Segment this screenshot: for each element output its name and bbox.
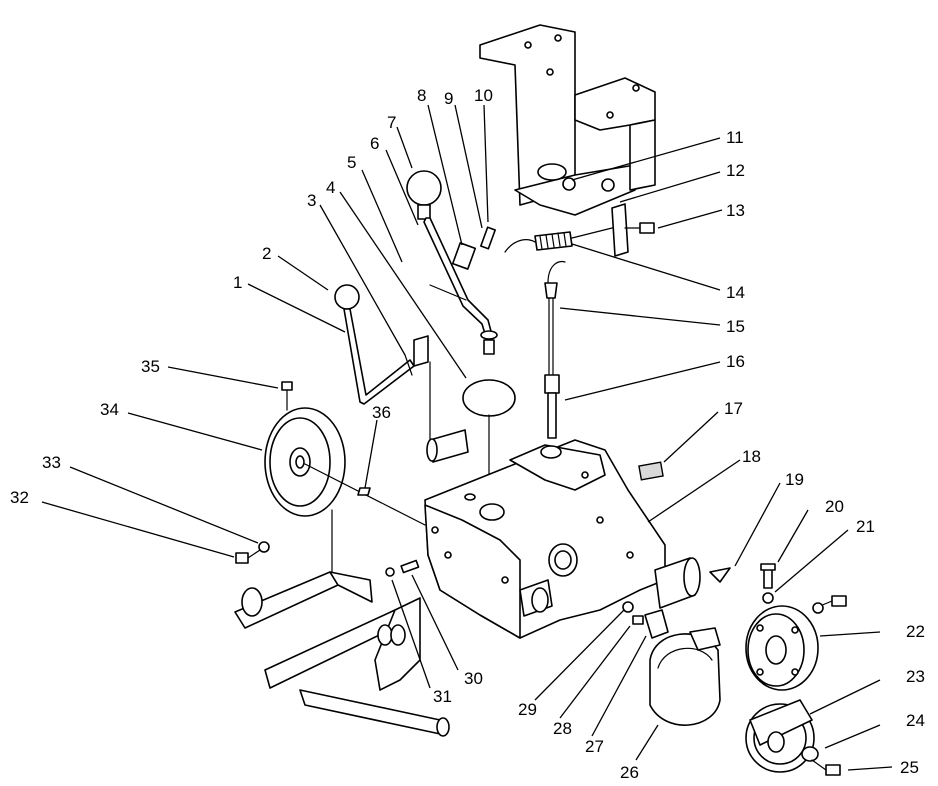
brake-band (644, 609, 721, 726)
callout-15: 15 (726, 317, 745, 336)
left-control-lever (334, 284, 429, 405)
callout-25: 25 (900, 758, 919, 777)
callout-3: 3 (307, 191, 316, 210)
callout-5: 5 (347, 153, 356, 172)
callout-12: 12 (726, 161, 745, 180)
callout-30: 30 (464, 669, 483, 688)
callout-22: 22 (906, 622, 925, 641)
small-fasteners (235, 381, 731, 625)
callout-26: 26 (620, 763, 639, 782)
extension-spring (504, 227, 613, 253)
callout-9: 9 (444, 89, 453, 108)
callout-19: 19 (785, 470, 804, 489)
shift-boot (462, 379, 516, 417)
mounting-bracket (479, 24, 656, 216)
callout-27: 27 (585, 737, 604, 756)
brake-drum (745, 699, 841, 776)
chassis-frame (234, 509, 450, 737)
callout-31: 31 (433, 687, 452, 706)
callout-2: 2 (262, 244, 271, 263)
bracket-fasteners (562, 177, 655, 257)
callout-16: 16 (726, 352, 745, 371)
callout-4: 4 (326, 178, 335, 197)
callout-28: 28 (553, 719, 572, 738)
callout-11: 11 (726, 128, 744, 147)
callout-1: 1 (233, 273, 242, 292)
callout-36: 36 (372, 403, 391, 422)
input-shaft (426, 361, 469, 463)
callout-29: 29 (518, 700, 537, 719)
callout-13: 13 (726, 201, 745, 220)
control-cable (544, 260, 566, 439)
callout-10: 10 (474, 86, 493, 105)
callout-35: 35 (141, 357, 160, 376)
callout-6: 6 (370, 134, 379, 153)
callout-33: 33 (42, 453, 61, 472)
callout-8: 8 (417, 86, 426, 105)
axle-shafts (519, 557, 701, 617)
transmission-housing (424, 439, 666, 639)
callout-leaders (41, 104, 893, 771)
shift-lever-assembly (406, 170, 498, 355)
callout-17: 17 (724, 399, 743, 418)
callout-21: 21 (856, 517, 875, 536)
callout-7: 7 (387, 113, 396, 132)
callout-34: 34 (100, 400, 119, 419)
drive-pulley (264, 407, 426, 526)
callout-18: 18 (742, 447, 761, 466)
wheel-hub (745, 563, 847, 691)
callout-32: 32 (10, 488, 29, 507)
callout-14: 14 (726, 283, 745, 302)
callout-24: 24 (906, 711, 925, 730)
callout-23: 23 (906, 667, 925, 686)
callout-20: 20 (825, 497, 844, 516)
callout-labels: 1 2 3 4 5 6 7 8 9 10 11 12 13 14 15 16 1… (10, 86, 925, 782)
